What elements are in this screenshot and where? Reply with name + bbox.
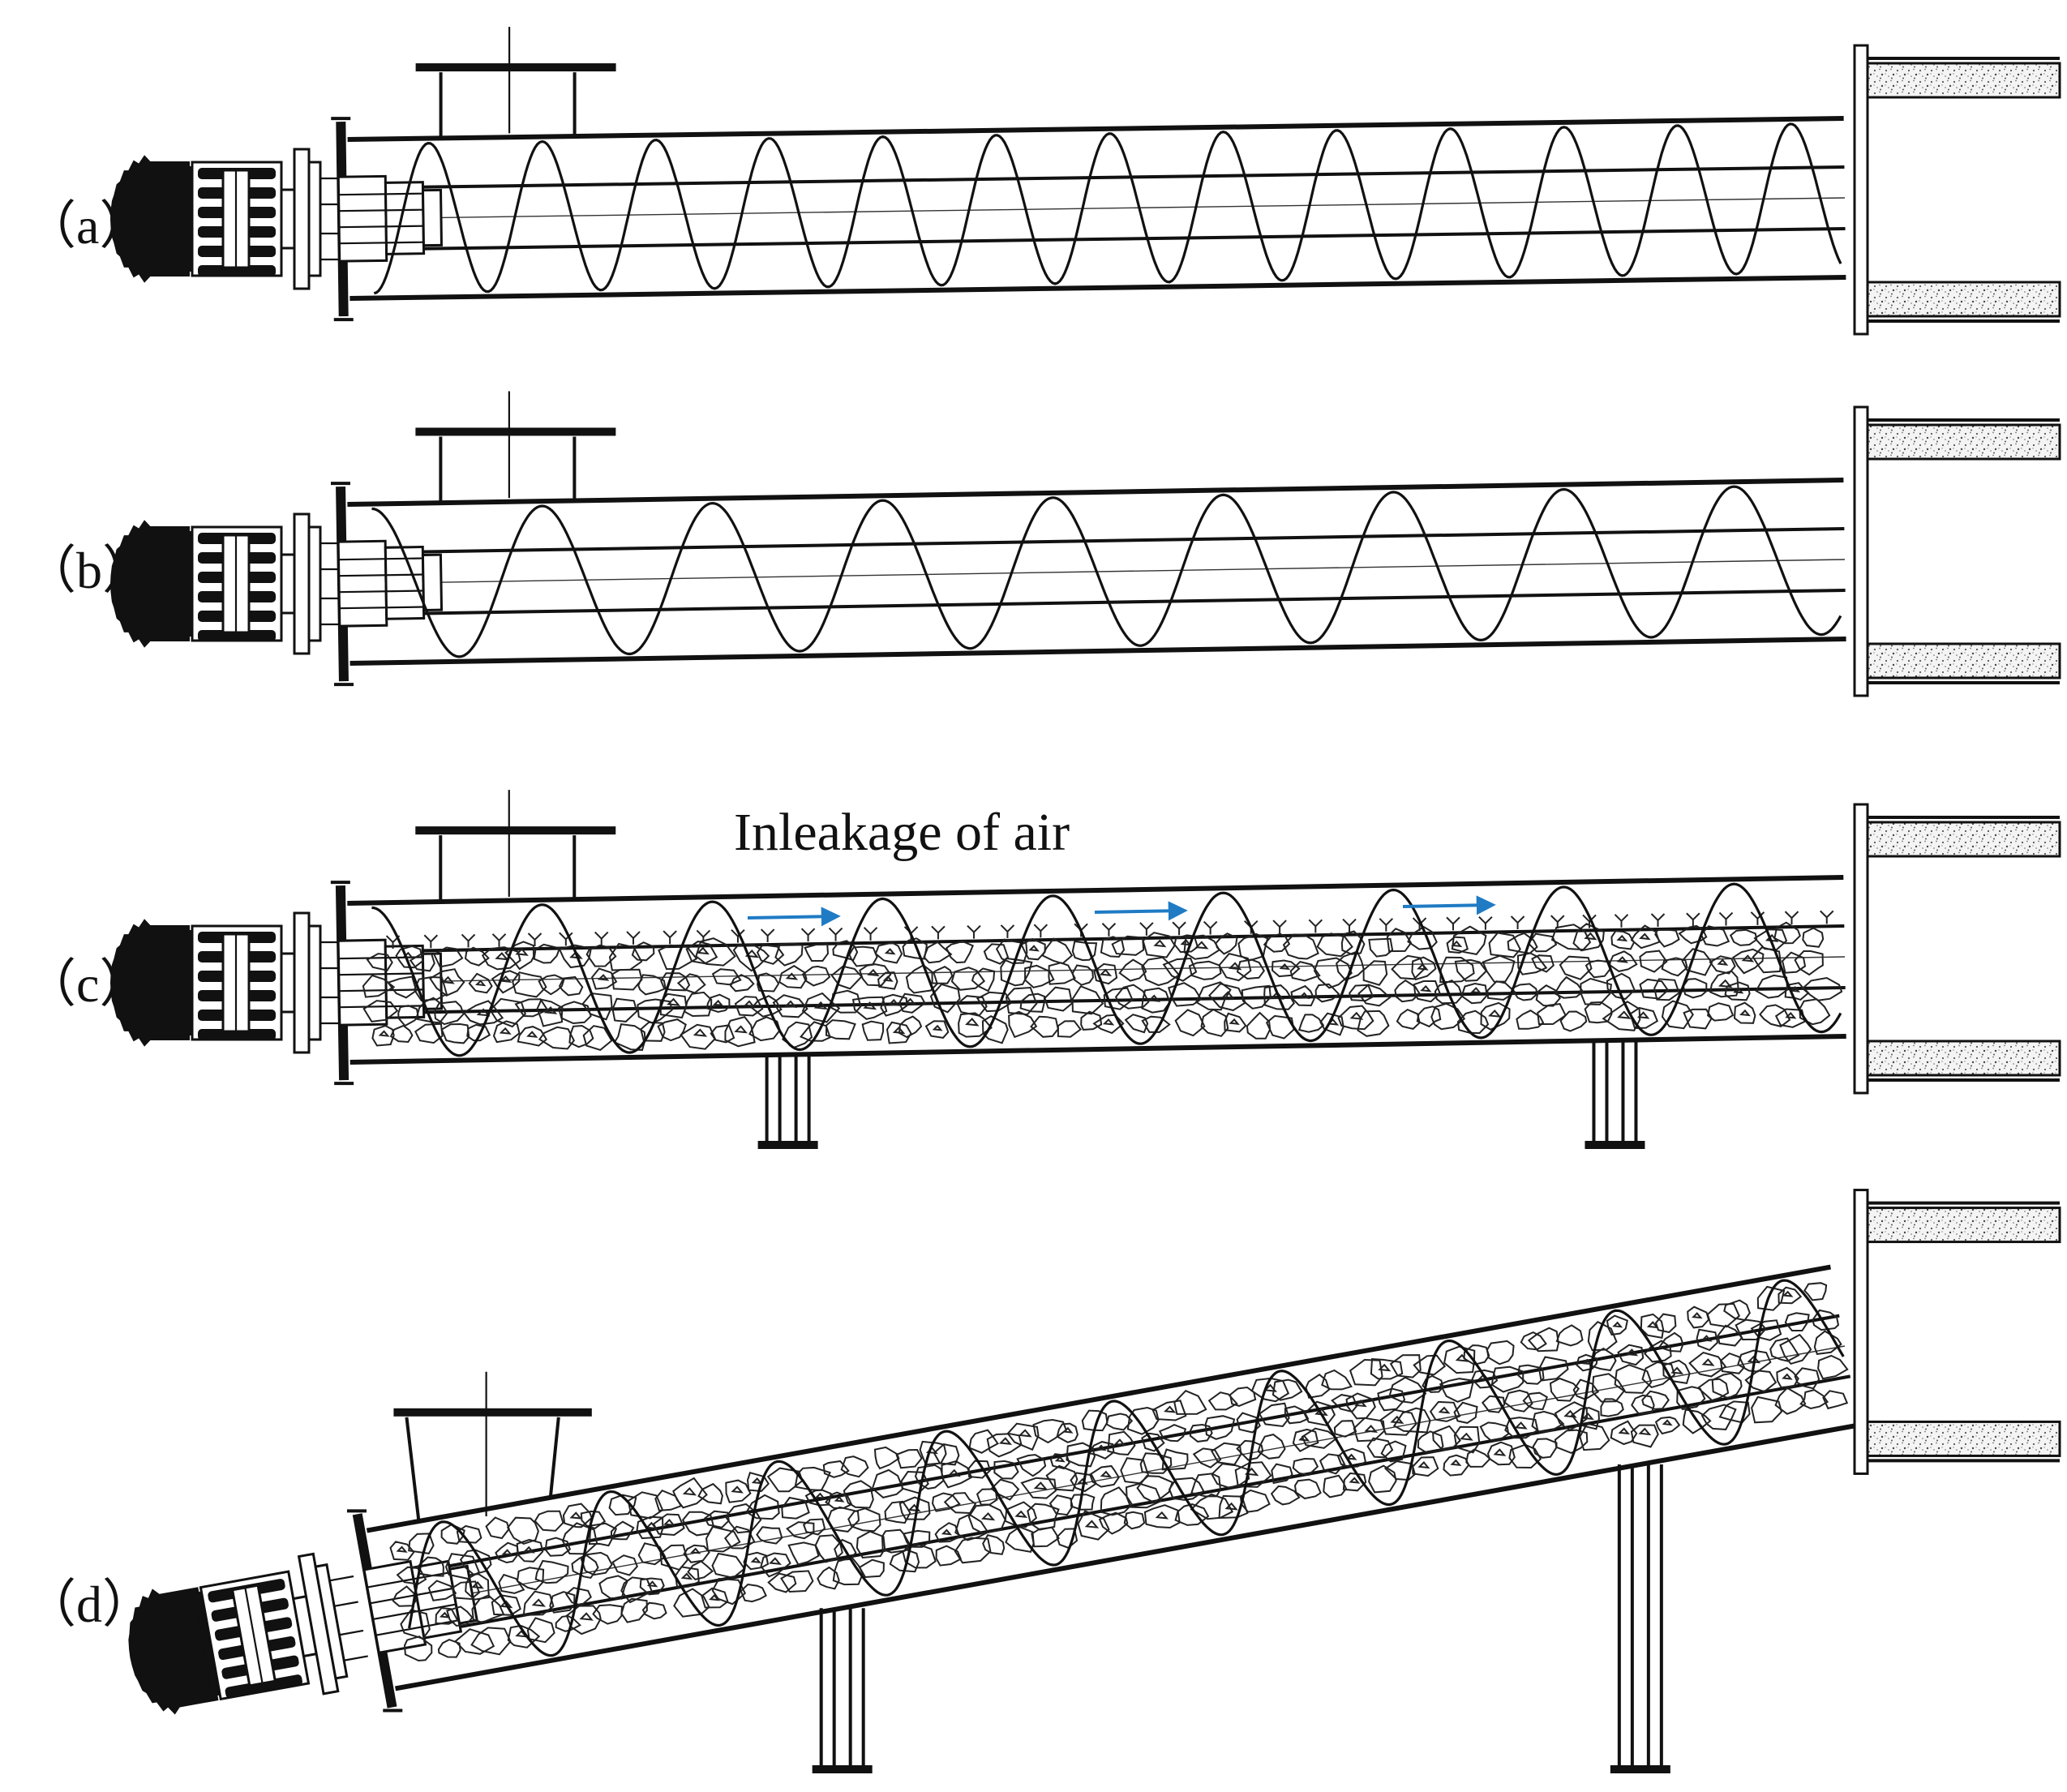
gearbox-icon: [199, 1570, 311, 1701]
conveyor-tube: [331, 116, 1846, 322]
panel-a: [109, 27, 2061, 336]
support-legs: [757, 1040, 1645, 1149]
support-leg-icon: [812, 1608, 873, 1773]
panel-b: [109, 391, 2061, 697]
bulk-material: [362, 910, 1843, 1052]
bulk-material: [389, 1282, 1849, 1662]
drive-unit: [109, 911, 345, 1054]
screw-flight: [371, 882, 1842, 1057]
outlet-flange-icon: [1853, 44, 2061, 336]
support-legs: [812, 1464, 1670, 1773]
support-leg-icon: [1585, 1040, 1645, 1149]
shaft-bearing: [337, 174, 443, 263]
support-leg-icon: [1610, 1464, 1670, 1773]
conveyor-tube: [346, 1264, 1860, 1713]
inleakage-of-air-label: Inleakage of air: [734, 803, 1070, 862]
motor-icon: [109, 155, 193, 283]
drive-unit: [109, 512, 345, 655]
drive-unit: [128, 1552, 368, 1715]
panel-c: [109, 790, 2061, 1149]
support-leg-icon: [757, 1054, 818, 1149]
gearbox-icon: [191, 525, 283, 642]
inlet-hopper-icon: [393, 1371, 592, 1522]
conveyor-tube: [330, 875, 1846, 1086]
motor-icon: [109, 919, 193, 1047]
panel-labels: （a）（b）（c）（d）: [24, 197, 154, 1633]
conveyor-tube: [330, 478, 1846, 687]
gearbox-icon: [191, 924, 283, 1041]
drive-unit: [109, 148, 345, 290]
outlet-flange-icon: [1853, 405, 2061, 697]
inlet-hopper-icon: [415, 790, 616, 902]
outlet-flange-icon: [1853, 803, 2061, 1095]
panels: [109, 27, 2061, 1773]
airflow-arrow-icon: [747, 907, 841, 927]
screw-flight: [373, 122, 1842, 295]
screw-flight: [408, 1279, 1845, 1657]
inlet-hopper-icon: [415, 27, 616, 139]
inlet-hopper-icon: [415, 391, 616, 504]
screw-flight: [371, 485, 1842, 658]
gearbox-icon: [191, 161, 283, 277]
motor-icon: [109, 520, 193, 648]
airflow-arrow-icon: [1094, 901, 1188, 921]
airflow-arrow-icon: [1402, 895, 1496, 915]
motor-icon: [128, 1587, 221, 1715]
airflow-arrows: [747, 895, 1496, 927]
shaft-bearing: [337, 539, 444, 628]
outlet-flange-icon: [1853, 1189, 2061, 1475]
panel-d: [128, 1189, 2061, 1773]
